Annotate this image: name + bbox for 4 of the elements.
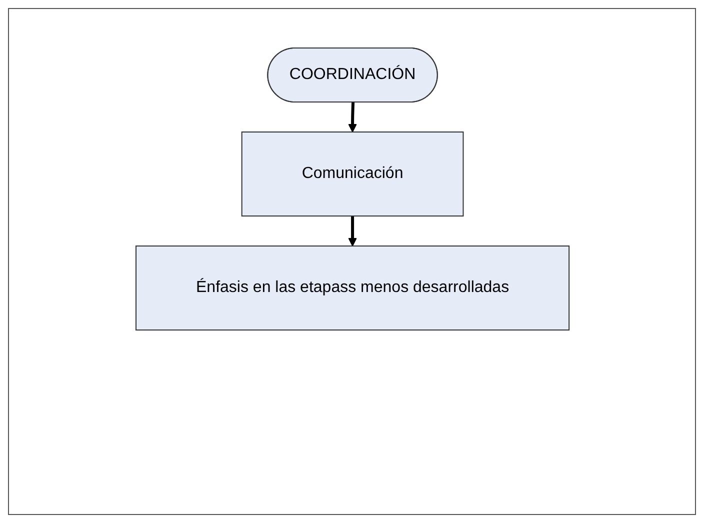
node-box: Énfasis en las etapass menos desarrolladas — [136, 246, 570, 330]
node-box: Comunicación — [242, 132, 464, 216]
arrow — [348, 216, 358, 246]
arrow — [348, 102, 358, 132]
